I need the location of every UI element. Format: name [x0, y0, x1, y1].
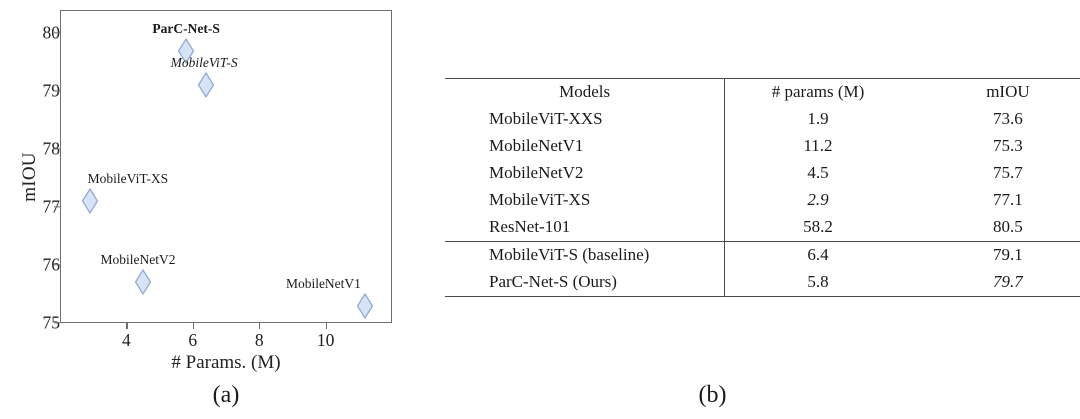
cell-params: 58.2: [803, 216, 833, 236]
cell-model: ParC-Net-S (Ours): [445, 268, 726, 296]
cell-model: MobileViT-XS: [445, 186, 726, 214]
point-label: MobileNetV1: [285, 275, 361, 291]
cell-model: ResNet-101: [445, 213, 726, 242]
cell-params: 1.9: [807, 108, 829, 128]
x-tick-label: 10: [316, 330, 335, 350]
cell-model: MobileNetV1: [445, 132, 726, 160]
x-tick-mark: [192, 323, 195, 329]
x-tick-mark: [126, 323, 128, 329]
y-tick-label: 80: [42, 22, 61, 43]
y-tick-label: 78: [42, 138, 61, 159]
table-header-row: Models # params (M) mIOU: [445, 78, 1080, 106]
table-row: MobileViT-S (baseline) 6.4 79.1: [445, 241, 1080, 269]
cell-model: MobileNetV2: [445, 159, 726, 187]
scatter-marker-diamond: [134, 269, 152, 296]
x-tick-mark: [259, 323, 261, 329]
y-tick-mark: [54, 322, 60, 324]
cell-miou: 77.1: [993, 189, 1023, 209]
cell-miou: 80.5: [993, 216, 1023, 236]
x-tick-mark: [325, 323, 327, 329]
column-header-params: # params (M): [771, 82, 865, 101]
cell-params: 11.2: [803, 135, 833, 155]
y-tick-label: 75: [42, 312, 61, 333]
x-tick-label: 8: [254, 330, 264, 350]
results-table: Models # params (M) mIOU MobileViT-XXS 1.…: [445, 78, 1080, 297]
table-row: MobileViT-XS 2.9 77.1: [445, 186, 1080, 214]
table-row: ParC-Net-S (Ours) 5.8 79.7: [445, 268, 1080, 296]
table-row: ResNet-101 58.2 80.5: [445, 213, 1080, 242]
x-tick-label: 4: [122, 330, 131, 350]
scatter-marker-diamond: [177, 37, 195, 64]
caption-b: (b): [698, 382, 727, 408]
point-label: MobileViT-S: [170, 55, 238, 71]
y-tick-label: 77: [42, 196, 61, 217]
cell-model: MobileViT-S (baseline): [445, 241, 726, 269]
cell-model: MobileViT-XXS: [445, 105, 726, 133]
y-tick-mark: [54, 206, 60, 208]
cell-params: 6.4: [807, 244, 829, 264]
cell-miou: 75.7: [993, 162, 1023, 182]
point-label: MobileViT-XS: [87, 171, 169, 187]
plot-frame: [60, 10, 392, 323]
scatter-marker-diamond: [81, 188, 99, 215]
table-row: MobileNetV1 11.2 75.3: [445, 132, 1080, 160]
cell-miou: 75.3: [993, 135, 1023, 155]
y-tick-mark: [54, 32, 60, 34]
table-row: MobileViT-XXS 1.9 73.6: [445, 105, 1080, 133]
scatter-marker-diamond: [197, 72, 215, 99]
y-tick-mark: [54, 90, 60, 92]
y-tick-mark: [54, 264, 60, 266]
figure-b-table: Models # params (M) mIOU MobileViT-XXS 1.…: [440, 0, 1080, 419]
cell-params: 4.5: [807, 162, 829, 182]
point-label: ParC-Net-S: [152, 20, 220, 36]
point-label: MobileNetV2: [100, 252, 176, 268]
cell-params: 2.9: [807, 189, 829, 209]
x-axis-title: # Params. (M): [171, 352, 281, 373]
cell-miou: 73.6: [993, 108, 1023, 128]
column-header-models: Models: [445, 78, 726, 106]
y-tick-label: 79: [42, 80, 61, 101]
table-row: MobileNetV2 4.5 75.7: [445, 159, 1080, 187]
scatter-marker-diamond: [357, 292, 374, 319]
caption-a: (a): [212, 382, 240, 408]
y-tick-mark: [54, 148, 60, 150]
cell-miou: 79.7: [993, 271, 1023, 291]
table-head: Models # params (M) mIOU: [445, 78, 1080, 106]
column-header-miou: mIOU: [986, 82, 1030, 101]
x-tick-label: 6: [188, 330, 198, 350]
cell-params: 5.8: [807, 271, 829, 291]
cell-miou: 79.1: [993, 244, 1023, 264]
figure-a-scatter: mIOU 75 76 77 78 79 80 4 6 8 10 ParC-Net-S Mobile…: [0, 0, 440, 419]
y-axis-title: mIOU: [19, 152, 40, 202]
y-tick-label: 76: [42, 254, 61, 275]
